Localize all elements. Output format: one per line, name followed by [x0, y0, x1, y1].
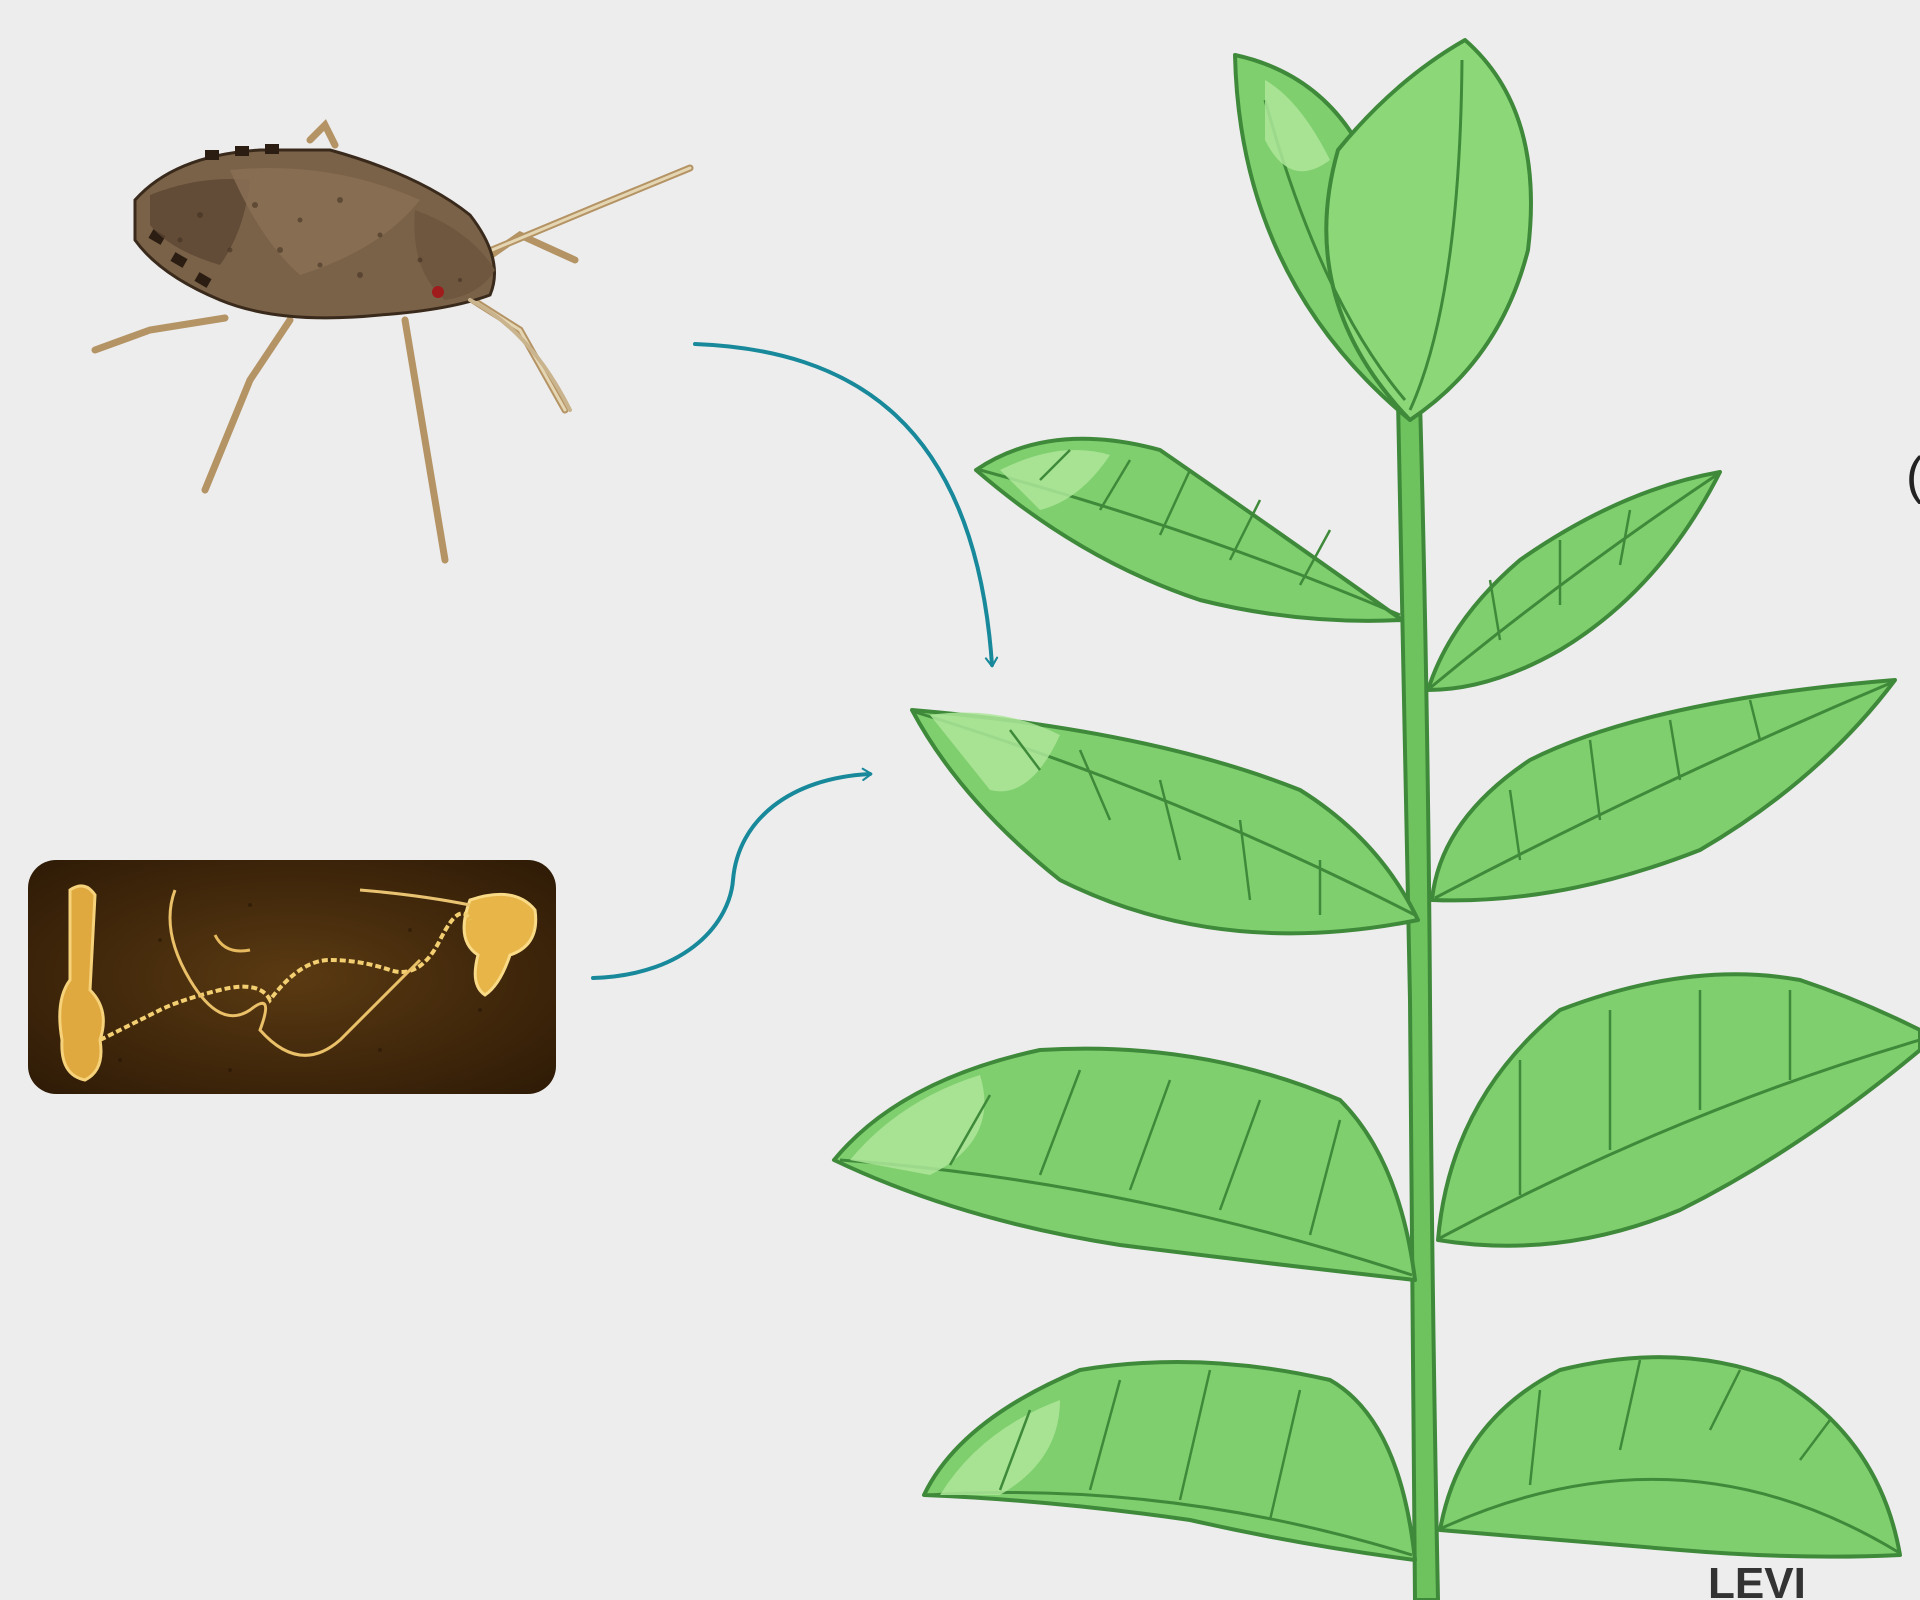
arrow-microscopy-to-plant [593, 774, 870, 978]
arrow-bug-to-plant [695, 344, 992, 665]
artist-signature: LEVI [1708, 1559, 1806, 1600]
fibril-microscopy-image-icon [28, 860, 556, 1094]
plant-illustration-icon [834, 40, 1920, 1600]
edge-glyph: ( [1906, 450, 1920, 502]
stink-bug-icon [95, 125, 690, 560]
